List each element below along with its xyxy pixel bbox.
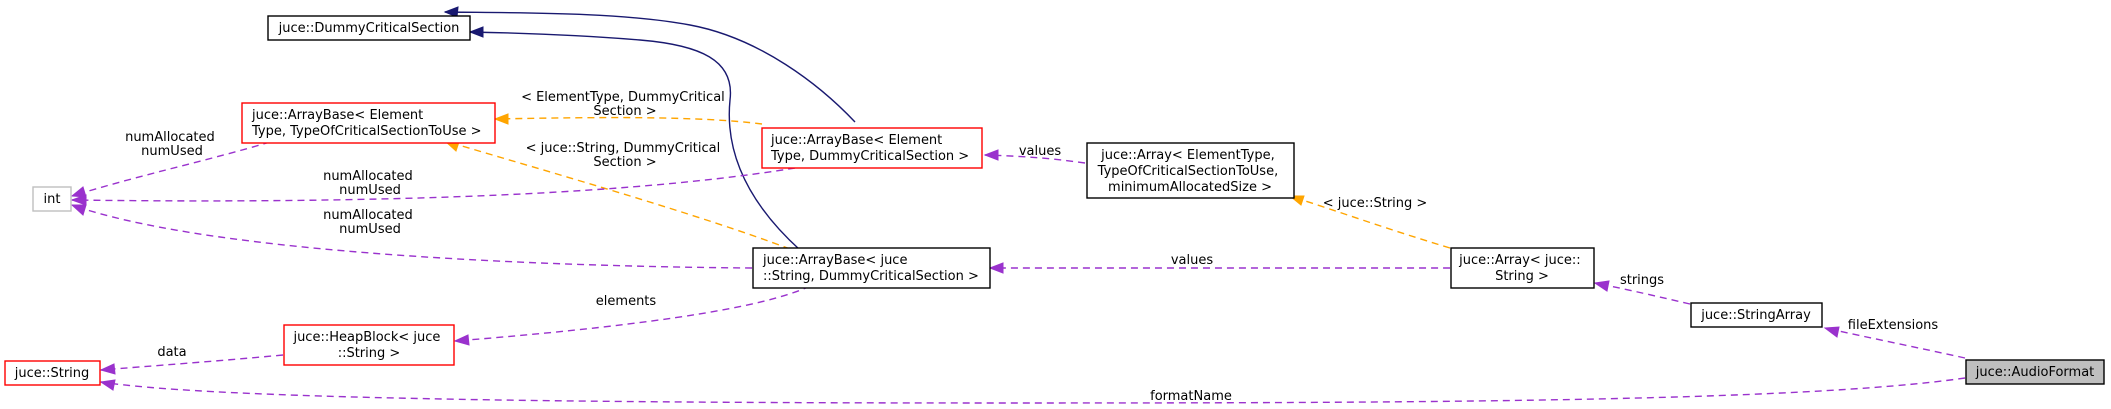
node-label: juce::ArrayBase< Element Type, DummyCrit… bbox=[770, 133, 969, 164]
edge-strings-arrow bbox=[1593, 280, 1610, 292]
node-label: juce::HeapBlock< juce ::String > bbox=[292, 330, 444, 361]
node-box bbox=[1690, 302, 1823, 328]
node-label: juce::Array< juce:: String > bbox=[1458, 253, 1585, 284]
edge-int-numalloc-3-arrow bbox=[70, 204, 87, 216]
node-arraybase-string-dummy[interactable]: juce::ArrayBase< juce ::String, DummyCri… bbox=[752, 247, 991, 289]
node-box bbox=[1450, 247, 1595, 289]
node-box bbox=[4, 360, 101, 386]
node-array-string[interactable]: juce::Array< juce:: String > bbox=[1450, 247, 1595, 289]
node-label: juce::String bbox=[14, 366, 90, 381]
edge-format-name bbox=[100, 377, 1966, 404]
edge-tmpl-juce-string bbox=[1289, 195, 1451, 249]
node-arraybase-element-tocs[interactable]: juce::ArrayBase< Element Type, TypeOfCri… bbox=[241, 102, 496, 144]
edge-tmpl-string-dummy bbox=[444, 140, 791, 250]
edge-int-numalloc-3 bbox=[71, 204, 753, 269]
node-dummy-critical-section[interactable]: juce::DummyCriticalSection bbox=[267, 15, 471, 41]
label-values-1: values bbox=[1019, 144, 1062, 159]
label-format-name: formatName bbox=[1150, 389, 1232, 404]
edge-labels: < ElementType, DummyCritical Section > <… bbox=[125, 90, 1938, 404]
edge-tmpl-element-dummy-arrow bbox=[493, 113, 509, 125]
edge-values-1-arrow bbox=[983, 149, 999, 161]
node-audio-format[interactable]: juce::AudioFormat bbox=[1965, 359, 2105, 385]
edge-int-numalloc-1-arrow bbox=[70, 186, 87, 198]
label-file-extensions: fileExtensions bbox=[1848, 318, 1939, 333]
edge-int-numalloc-1 bbox=[71, 141, 271, 197]
label-tmpl-juce-string: < juce::String > bbox=[1323, 196, 1428, 211]
node-box bbox=[761, 127, 983, 169]
edge-arraybase-dummy-to-dummycs-arrow bbox=[443, 6, 459, 18]
label-data: data bbox=[157, 345, 186, 360]
edge-data-arrow bbox=[99, 363, 116, 375]
edge-values-2-arrow bbox=[988, 262, 1004, 274]
node-label: juce::ArrayBase< Element Type, TypeOfCri… bbox=[251, 108, 482, 139]
node-box bbox=[267, 15, 471, 41]
edge-data bbox=[100, 354, 284, 371]
node-juce-string[interactable]: juce::String bbox=[4, 360, 101, 386]
edge-arraybase-dummy-to-dummycs bbox=[444, 11, 856, 123]
edge-int-numalloc-2 bbox=[71, 167, 796, 202]
node-label: juce::StringArray bbox=[1700, 308, 1811, 323]
edges bbox=[70, 6, 1966, 404]
label-num-alloc-1: numAllocated numUsed bbox=[125, 130, 219, 159]
edge-format-name-arrow bbox=[99, 379, 116, 391]
node-label: juce::DummyCriticalSection bbox=[278, 21, 460, 36]
node-label: int bbox=[44, 192, 61, 207]
edge-file-extensions bbox=[1824, 327, 1966, 359]
node-arraybase-element-dummy[interactable]: juce::ArrayBase< Element Type, DummyCrit… bbox=[761, 127, 983, 169]
edge-int-numalloc-2-arrow bbox=[70, 194, 87, 206]
node-box bbox=[1086, 142, 1295, 199]
node-label: juce::ArrayBase< juce ::String, DummyCri… bbox=[762, 253, 979, 284]
node-box bbox=[1965, 359, 2105, 385]
node-label: juce::AudioFormat bbox=[1975, 365, 2095, 380]
edge-tmpl-element-dummy bbox=[494, 116, 763, 125]
node-heapblock-string[interactable]: juce::HeapBlock< juce ::String > bbox=[283, 324, 455, 366]
label-num-alloc-2: numAllocated numUsed bbox=[323, 169, 417, 198]
node-box bbox=[241, 102, 496, 144]
node-string-array[interactable]: juce::StringArray bbox=[1690, 302, 1823, 328]
edge-file-extensions-arrow bbox=[1823, 326, 1840, 338]
node-array-element[interactable]: juce::Array< ElementType, TypeOfCritical… bbox=[1086, 142, 1295, 199]
label-num-alloc-3: numAllocated numUsed bbox=[323, 208, 417, 237]
node-box bbox=[752, 247, 991, 289]
label-strings: strings bbox=[1620, 273, 1664, 288]
node-int[interactable]: int bbox=[32, 186, 72, 212]
node-box bbox=[32, 186, 72, 212]
node-label: juce::Array< ElementType, TypeOfCritical… bbox=[1097, 148, 1283, 195]
label-tmpl-string-dummy: < juce::String, DummyCritical Section > bbox=[526, 141, 725, 170]
edge-elements-arrow bbox=[453, 334, 470, 346]
label-tmpl-element-dummy: < ElementType, DummyCritical Section > bbox=[521, 90, 729, 119]
edge-elements bbox=[454, 285, 811, 342]
label-values-2: values bbox=[1171, 253, 1214, 268]
edge-arraybase-string-to-dummycs-arrow bbox=[468, 26, 484, 38]
node-box bbox=[283, 324, 455, 366]
label-elements: elements bbox=[596, 294, 657, 309]
edge-arraybase-string-to-dummycs bbox=[469, 31, 801, 251]
